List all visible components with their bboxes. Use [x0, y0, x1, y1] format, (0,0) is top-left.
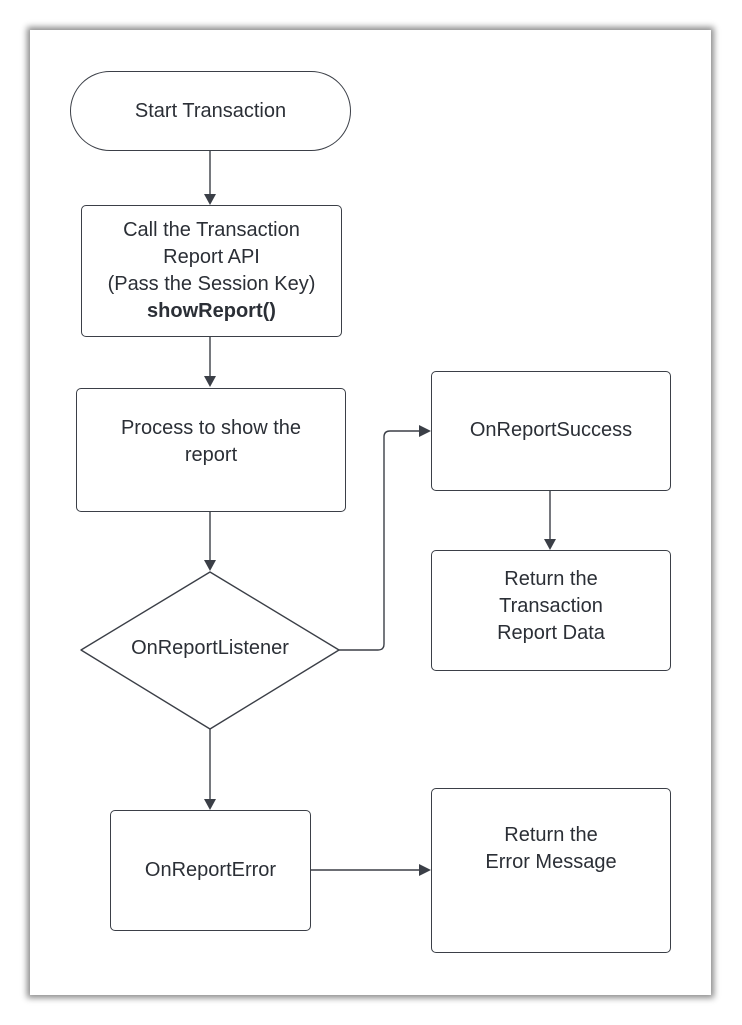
- arrowhead: [204, 376, 216, 387]
- report-success-box: OnReportSuccess: [431, 371, 671, 491]
- process-line-2: report: [184, 444, 238, 466]
- arrowhead: [204, 560, 216, 571]
- error-label: OnReportError: [144, 859, 277, 881]
- process-line-1: Process to show the: [120, 417, 302, 439]
- call-api-line-3: (Pass the Session Key): [107, 273, 316, 295]
- call-api-method: showReport(): [147, 300, 276, 322]
- arrowhead: [204, 194, 216, 205]
- start-transaction-terminal: Start Transaction: [70, 71, 351, 151]
- decision-diamond: [80, 571, 340, 730]
- call-api-process: Call the Transaction Report API (Pass th…: [81, 205, 342, 337]
- process-report-box: Process to show the report: [76, 388, 346, 512]
- arrowhead: [419, 425, 431, 437]
- return-error-box: Return the Error Message: [431, 788, 671, 953]
- arrowhead: [204, 799, 216, 810]
- edge-listener-to-success: [339, 430, 419, 651]
- return-data-line-1: Return the: [504, 568, 598, 590]
- arrowhead: [419, 864, 431, 876]
- arrowhead: [544, 539, 556, 550]
- return-data-line-3: Report Data: [497, 622, 605, 644]
- return-data-box: Return the Transaction Report Data: [431, 550, 671, 671]
- call-api-line-2: Report API: [163, 246, 260, 268]
- start-label: Start Transaction: [134, 99, 287, 122]
- call-api-line-1: Call the Transaction: [123, 219, 300, 241]
- return-data-line-2: Transaction: [499, 595, 603, 617]
- return-error-line-2: Error Message: [485, 850, 617, 873]
- return-error-line-1: Return the: [504, 823, 598, 846]
- report-error-box: OnReportError: [110, 810, 311, 931]
- listener-label: OnReportListener: [131, 636, 289, 659]
- success-label: OnReportSuccess: [469, 419, 633, 441]
